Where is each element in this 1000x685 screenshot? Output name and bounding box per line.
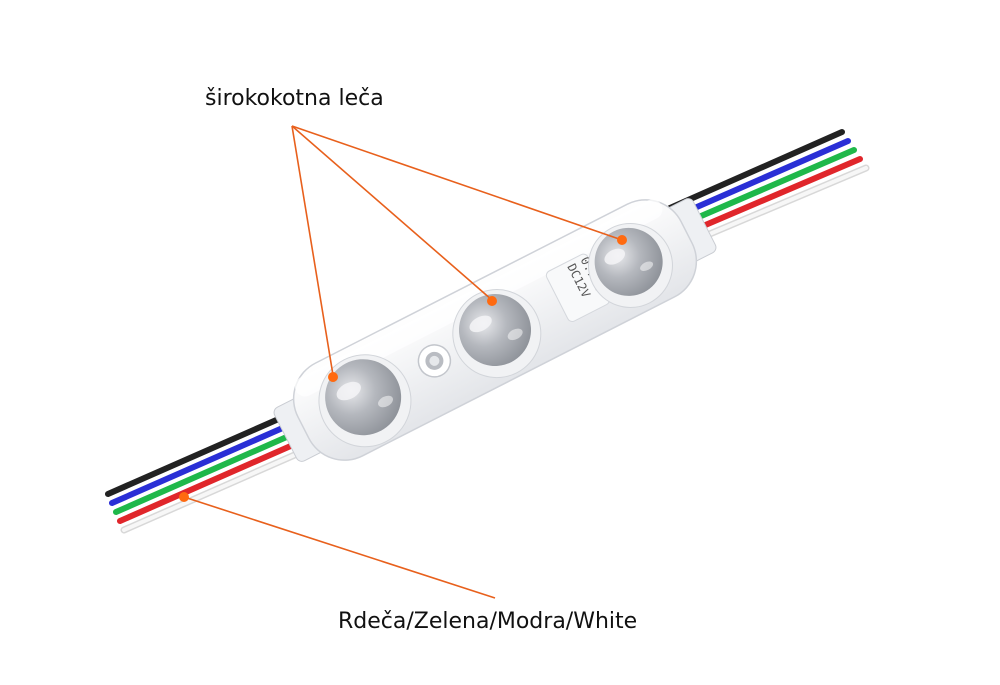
wire-green-right: [675, 147, 857, 229]
lens-dot-left: [328, 372, 338, 382]
wire-blue-right: [671, 138, 851, 220]
wire-dot: [179, 492, 189, 502]
lens-pointer-middle: [291, 125, 493, 301]
wire-black-right: [667, 129, 845, 211]
annotation-lines: [183, 125, 623, 599]
lens-middle: [459, 294, 531, 366]
wire-red-right: [679, 156, 863, 238]
lens-left: [325, 359, 402, 436]
lens-label: širokokotna leča: [205, 86, 384, 111]
lens-dot-middle: [487, 296, 497, 306]
wire-blue-left: [109, 420, 297, 506]
lens-pointer-left: [291, 125, 334, 376]
led-module: DC12V 0.72W: [273, 198, 717, 462]
annotation-dots: [179, 235, 627, 502]
left-wire-bundle: [105, 411, 310, 534]
wire-color-label: Rdeča/Zelena/Modra/White: [338, 609, 638, 634]
lens-right: [594, 227, 663, 296]
wire-black-left: [105, 411, 293, 497]
wire-red-left: [117, 438, 305, 524]
right-wire-bundle: [667, 129, 870, 248]
lens-pointer-right: [291, 125, 623, 241]
wire-pointer: [183, 496, 496, 599]
lens-dot-right: [617, 235, 627, 245]
wire-green-left: [113, 429, 301, 515]
